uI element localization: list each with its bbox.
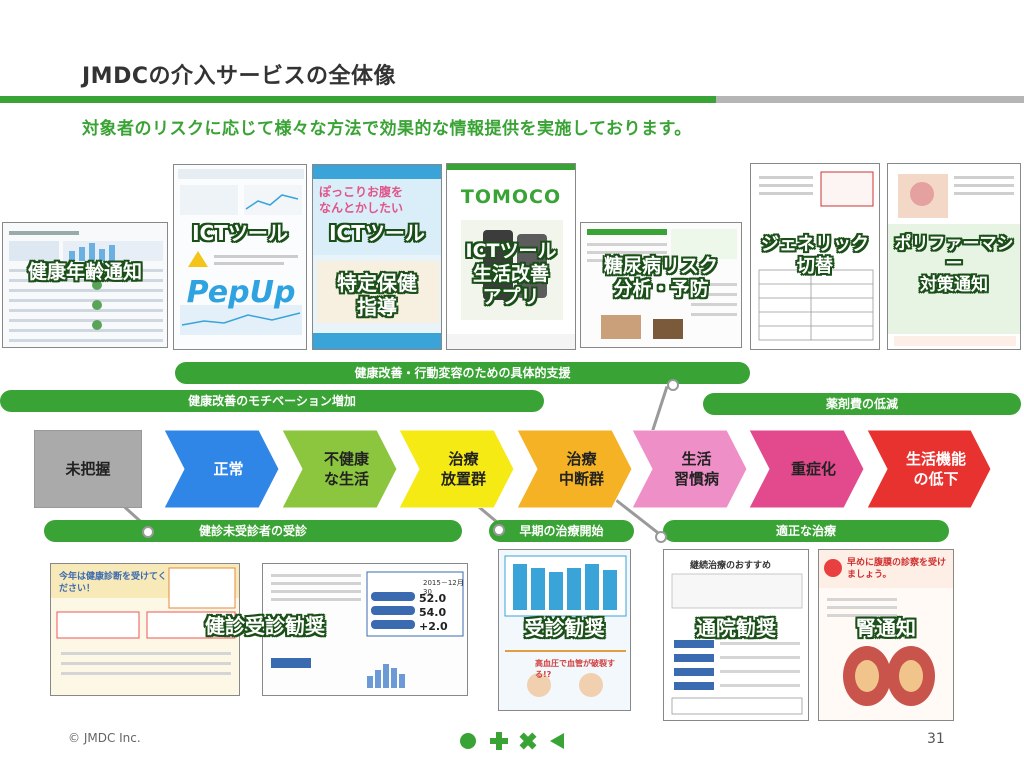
notice-preview-icon — [888, 164, 1020, 349]
pill-proper-treatment: 適正な治療 — [663, 520, 949, 542]
letter-date: 2015－12月30 — [423, 579, 464, 596]
stage-1: 未把握 — [34, 430, 142, 508]
thumbnail-label: ICTツール 生活改善 アプリ — [465, 240, 557, 308]
stage-shape — [34, 430, 142, 508]
flyer-headline: 高血圧で血管が破裂する!? — [535, 659, 615, 679]
pill-motivation: 健康改善のモチベーション増加 — [0, 390, 544, 412]
thumbnail-specific-health-guidance: ぽっこりお腹を なんとかしたい ICTツール 特定保健 指導 — [312, 164, 442, 350]
letter-headline: 今年は健康診断を受けてください！ — [59, 572, 167, 594]
stage-label: 治療 放置群 — [440, 449, 486, 488]
report-preview-icon — [581, 223, 741, 347]
thumbnail-label-secondary: 特定保健 指導 — [337, 271, 417, 319]
kidney-illustration-icon — [819, 550, 953, 720]
app-screenshot-icon — [174, 165, 306, 349]
stage-label: 重症化 — [790, 459, 836, 478]
thumbnail-label-checkup-encourage: 健診受診勧奨 — [205, 614, 325, 638]
thumbnail-checkup-letter-b: 2015－12月30 52.0 54.0 +2.0 — [262, 563, 468, 696]
stage-5: 治療 中断群 — [517, 430, 632, 508]
thumbnail-hospital-visit: 継続治療のおすすめ 通院勧奨 — [663, 549, 809, 721]
stage-shape — [632, 430, 747, 508]
stage-shape — [867, 430, 991, 508]
stage-6: 生活 習慣病 — [632, 430, 747, 508]
title-underline-gray — [716, 96, 1024, 103]
app-brochure-icon — [447, 164, 575, 349]
thumbnail-generic-switch: ジェネリック 切替 — [750, 163, 880, 350]
stage-shape — [399, 430, 514, 508]
pill-early-treatment: 早期の治療開始 — [489, 520, 634, 542]
letter-preview-icon — [51, 564, 239, 695]
thumbnail-label: 通院勧奨 — [696, 616, 776, 640]
stage-shape — [749, 430, 864, 508]
stage-label: 不健康 な生活 — [323, 449, 369, 488]
stage-label: 生活機能 の低下 — [905, 449, 966, 488]
page-subtitle: 対象者のリスクに応じて様々な方法で効果的な情報提供を実施しております。 — [82, 119, 692, 139]
pill-drug-cost: 薬剤費の低減 — [703, 393, 1021, 415]
stage-2: 正常 — [164, 430, 279, 508]
stage-label: 生活 習慣病 — [673, 449, 719, 488]
copyright-text: © JMDC Inc. — [68, 731, 141, 745]
thumbnail-label: 健康年齢通知 — [27, 261, 142, 283]
thumbnail-visit-encourage: 高血圧で血管が破裂する!? 受診勧奨 — [498, 549, 631, 711]
pepup-logo: PepUp — [186, 275, 296, 310]
letter-value-2: 54.0 — [419, 606, 447, 619]
pill-checkup-encourage: 健診未受診者の受診 — [44, 520, 462, 542]
stage-7: 重症化 — [749, 430, 864, 508]
stage-shape — [517, 430, 632, 508]
thumbnail-label: 腎通知 — [856, 616, 916, 640]
stage-label: 未把握 — [65, 459, 111, 478]
letter-headline: 継続治療のおすすめ — [690, 561, 772, 571]
connector-knob — [493, 524, 505, 536]
thumbnail-diabetes-risk: 糖尿病リスク 分析・予防 — [580, 222, 742, 348]
page-number: 31 — [927, 731, 945, 747]
letter-preview-icon — [263, 564, 467, 695]
jmdc-brand-mark-icon — [460, 732, 564, 750]
stage-label: 正常 — [213, 459, 244, 478]
thumbnail-label: ICTツール — [192, 221, 288, 245]
stage-shape — [164, 430, 279, 508]
thumbnail-label: ICTツール — [329, 221, 425, 245]
connector-knob — [655, 531, 667, 543]
letter-preview-icon — [664, 550, 808, 720]
flyer-preview-icon — [499, 550, 630, 710]
flyer-preview-icon — [313, 165, 441, 349]
thumbnail-pepup: PepUp ICTツール — [173, 164, 307, 350]
thumbnail-label: 受診勧奨 — [524, 616, 605, 640]
pill-behavior-support: 健康改善・行動変容のための具体的支援 — [175, 362, 750, 384]
thumbnail-label: 糖尿病リスク 分析・予防 — [603, 255, 718, 300]
page-title: JMDCの介入サービスの全体像 — [82, 64, 396, 89]
letter-value-3: +2.0 — [419, 620, 448, 633]
connector-knob — [667, 379, 679, 391]
stage-label: 治療 中断群 — [558, 449, 604, 488]
thumbnail-health-age-notice: 健康年齢通知 — [2, 222, 168, 348]
thumbnail-label: ポリファーマシー 対策通知 — [894, 234, 1014, 295]
stage-8: 生活機能 の低下 — [867, 430, 991, 508]
stage-3: 不健康 な生活 — [282, 430, 397, 508]
tomoco-logo: TOMOCO — [460, 186, 562, 208]
stage-4: 治療 放置群 — [399, 430, 514, 508]
thumbnail-checkup-letter-a: 今年は健康診断を受けてください！ — [50, 563, 240, 696]
thumbnail-kidney-notice: 早めに腹膜の診察を受けましょう。 腎通知 — [818, 549, 954, 721]
thumbnail-polypharmacy: ポリファーマシー 対策通知 — [887, 163, 1021, 350]
connector-knob — [142, 526, 154, 538]
notice-headline: 早めに腹膜の診察を受けましょう。 — [847, 558, 947, 580]
letter-preview-icon — [751, 164, 879, 349]
document-preview-icon — [3, 223, 167, 347]
thumbnail-tomoco-app: TOMOCO ICTツール 生活改善 アプリ — [446, 163, 576, 350]
connector-line — [650, 386, 669, 433]
title-underline-green — [0, 96, 716, 103]
thumbnail-label: ジェネリック 切替 — [761, 234, 869, 277]
letter-value-1: 52.0 — [419, 592, 447, 605]
flyer-tagline: ぽっこりお腹を なんとかしたい — [319, 185, 404, 215]
stage-shape — [282, 430, 397, 508]
